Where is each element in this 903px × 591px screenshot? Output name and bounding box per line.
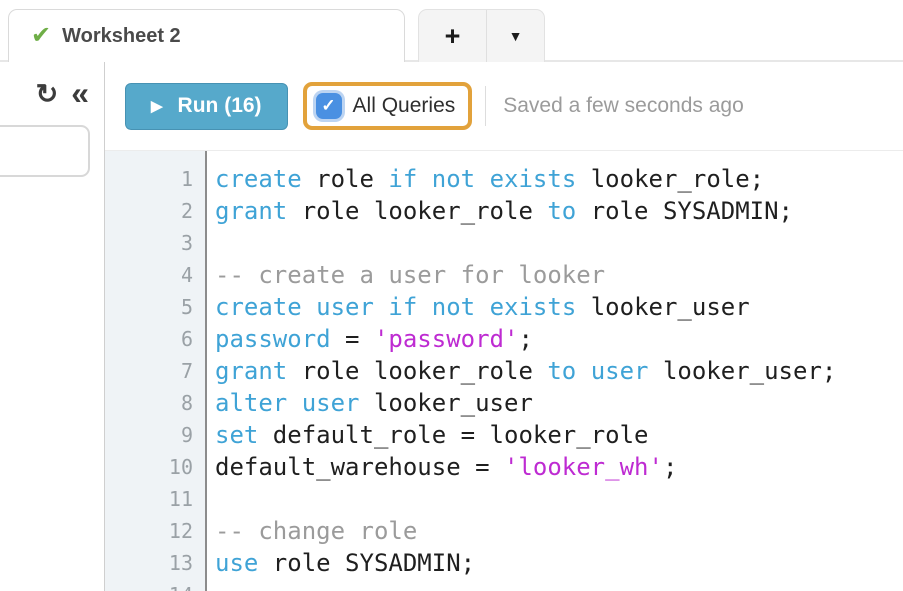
new-tab-group: + ▼ (418, 9, 545, 62)
code-line[interactable]: default_warehouse = 'looker_wh'; (215, 453, 678, 481)
new-worksheet-button[interactable]: + (444, 20, 461, 51)
code-line[interactable]: use role SYSADMIN; (215, 549, 476, 577)
tab-saved-check-icon: ✔ (31, 22, 52, 49)
line-number: 14 (105, 579, 193, 591)
run-button[interactable]: ▶ Run (16) (125, 82, 288, 130)
line-number: 5 (180, 295, 193, 319)
code-line[interactable]: grant role looker_role to role SYSADMIN; (215, 197, 793, 225)
code-line[interactable]: create role if not exists looker_role; (215, 165, 765, 193)
code-line[interactable] (215, 483, 903, 515)
sidebar-icon-group: ↻ « (35, 75, 89, 111)
line-number: 8 (180, 391, 193, 415)
line-number: 2 (180, 199, 193, 223)
toolbar-divider (485, 86, 487, 126)
all-queries-label[interactable]: All Queries (352, 94, 456, 117)
code-line[interactable]: -- create a user for looker (215, 261, 606, 289)
refresh-icon[interactable]: ↻ (35, 79, 59, 109)
tab-label: Worksheet 2 (62, 24, 181, 47)
collapse-sidebar-icon[interactable]: « (71, 75, 89, 111)
sql-editor: 1234567891011121314 create role if not e… (105, 150, 903, 591)
line-number: 9 (180, 423, 193, 447)
line-number: 1 (180, 167, 193, 191)
code-line[interactable] (215, 579, 903, 591)
run-button-label: Run (16) (177, 94, 262, 117)
main-row: ↻ « ▶ Run (16) ✓ All Queries (0, 62, 903, 591)
all-queries-checkbox[interactable]: ✓ (315, 93, 342, 119)
code-line[interactable]: set default_role = looker_role (215, 421, 649, 449)
code-line[interactable]: password = 'password'; (215, 325, 533, 353)
tab-bar: ✔ Worksheet 2 + ▼ (0, 0, 903, 62)
line-number: 12 (168, 519, 193, 543)
left-sidebar: ↻ « (0, 62, 105, 591)
new-tab-group-divider (486, 10, 487, 62)
gutter: 1234567891011121314 (105, 151, 207, 591)
saved-status-text: Saved a few seconds ago (503, 94, 744, 117)
all-queries-annotation-highlight: ✓ All Queries (302, 82, 473, 130)
code-line[interactable]: grant role looker_role to user looker_us… (215, 357, 837, 385)
code-area[interactable]: create role if not exists looker_role;gr… (207, 151, 903, 591)
worksheet-menu-dropdown-button[interactable]: ▼ (508, 28, 523, 44)
checkbox-check-icon: ✓ (321, 96, 336, 115)
code-line[interactable]: -- change role (215, 517, 418, 545)
play-icon: ▶ (151, 98, 163, 115)
editor-column: ▶ Run (16) ✓ All Queries Saved a few sec… (105, 62, 903, 591)
worksheet-toolbar: ▶ Run (16) ✓ All Queries Saved a few sec… (105, 62, 903, 150)
line-number: 10 (168, 455, 193, 479)
code-line[interactable]: create user if not exists looker_user (215, 293, 750, 321)
line-number: 13 (168, 551, 193, 575)
code-line[interactable]: alter user looker_user (215, 389, 533, 417)
code-line[interactable] (215, 227, 903, 259)
sidebar-search-box[interactable] (0, 125, 90, 177)
line-number: 3 (180, 231, 193, 255)
line-number: 4 (180, 263, 193, 287)
line-number: 7 (180, 359, 193, 383)
line-number: 6 (180, 327, 193, 351)
line-number: 11 (168, 487, 193, 511)
tab-worksheet-2[interactable]: ✔ Worksheet 2 (8, 9, 405, 62)
